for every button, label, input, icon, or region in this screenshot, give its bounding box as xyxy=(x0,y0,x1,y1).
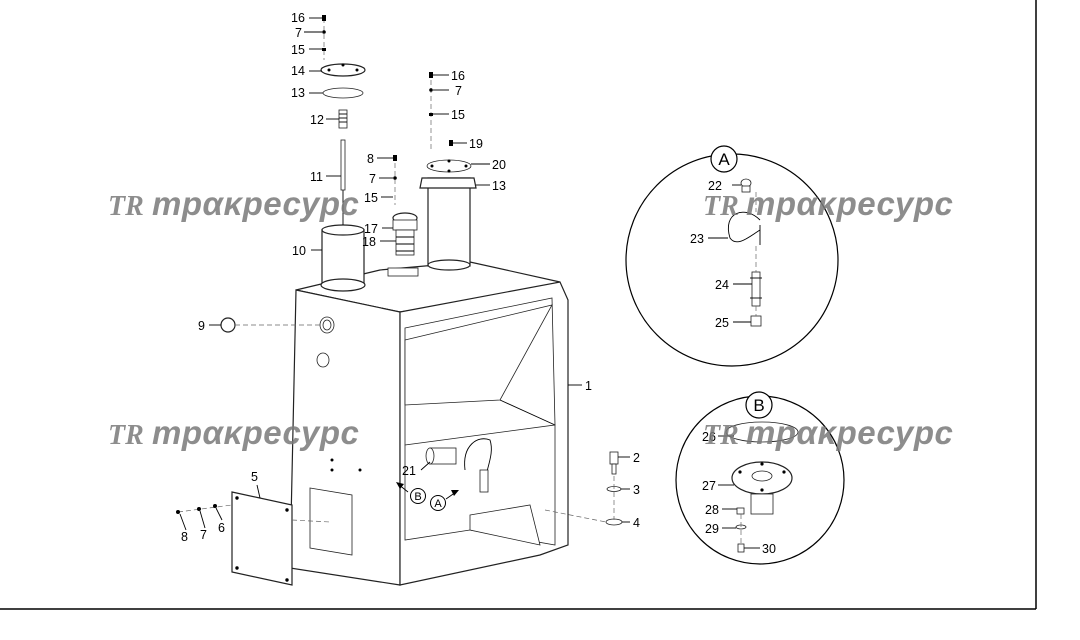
watermark-2: TR трακресурс xyxy=(703,185,953,222)
callout-labels: 16 7 15 14 13 12 11 10 9 8 7 15 17 18 16… xyxy=(181,11,776,556)
callout-7: 7 xyxy=(200,528,207,542)
callout-7: 7 xyxy=(295,26,302,40)
callout-20: 20 xyxy=(492,158,506,172)
callout-21: 21 xyxy=(402,464,416,478)
callout-19: 19 xyxy=(469,137,483,151)
svg-text:TR: TR xyxy=(703,191,739,222)
tank-body xyxy=(289,261,569,586)
plug xyxy=(220,317,236,333)
watermark-3: TR трακресурс xyxy=(108,414,359,451)
callout-18: 18 xyxy=(362,235,376,249)
drain-fittings xyxy=(544,451,623,526)
callout-15: 15 xyxy=(451,108,465,122)
callout-1: 1 xyxy=(585,379,592,393)
svg-text:трακресурс: трακресурс xyxy=(152,414,359,451)
callout-14: 14 xyxy=(291,64,305,78)
callout-15: 15 xyxy=(291,43,305,57)
strainer xyxy=(392,212,418,256)
callout-17: 17 xyxy=(364,222,378,236)
callout-24: 24 xyxy=(715,278,729,292)
watermark-4: TR трακресурс xyxy=(703,414,953,451)
callout-16: 16 xyxy=(451,69,465,83)
detail-b-label: B xyxy=(753,396,764,415)
view-ref-markers xyxy=(396,482,459,511)
exploded-stack-mid xyxy=(393,72,453,205)
cover-plate xyxy=(176,491,331,586)
callout-15: 15 xyxy=(364,191,378,205)
callout-6: 6 xyxy=(218,521,225,535)
callout-8: 8 xyxy=(181,530,188,544)
callout-23: 23 xyxy=(690,232,704,246)
callout-30: 30 xyxy=(762,542,776,556)
callout-22: 22 xyxy=(708,179,722,193)
svg-text:TR: TR xyxy=(108,191,144,222)
callout-5: 5 xyxy=(251,470,258,484)
filler-neck xyxy=(320,160,366,292)
callout-10: 10 xyxy=(292,244,306,258)
svg-text:TR: TR xyxy=(703,420,739,451)
exploded-stack-left xyxy=(320,15,366,191)
watermark-1: TR трακресурс xyxy=(108,185,359,222)
callout-7: 7 xyxy=(369,172,376,186)
callout-9: 9 xyxy=(198,319,205,333)
callout-12: 12 xyxy=(310,113,324,127)
detail-a-label: A xyxy=(718,150,730,169)
callout-4: 4 xyxy=(633,516,640,530)
callout-26: 26 xyxy=(702,430,716,444)
callout-16: 16 xyxy=(291,11,305,25)
callout-28: 28 xyxy=(705,503,719,517)
filler-column xyxy=(419,159,477,271)
view-ref-a: A xyxy=(434,498,442,510)
callout-27: 27 xyxy=(702,479,716,493)
detail-a xyxy=(625,145,839,367)
callout-13: 13 xyxy=(291,86,305,100)
callout-13: 13 xyxy=(492,179,506,193)
callout-11: 11 xyxy=(310,170,323,184)
callout-2: 2 xyxy=(633,451,640,465)
view-ref-b: B xyxy=(414,491,421,503)
callout-8: 8 xyxy=(367,152,374,166)
detail-b xyxy=(675,391,845,565)
svg-text:трακресурс: трακресурс xyxy=(746,185,953,222)
callout-3: 3 xyxy=(633,483,640,497)
hose-assembly xyxy=(425,438,492,493)
svg-text:TR: TR xyxy=(108,420,144,451)
leader-lines xyxy=(179,17,760,549)
svg-text:трακресурс: трακресурс xyxy=(152,185,359,222)
callout-7: 7 xyxy=(455,84,462,98)
detail-labels: A B B A xyxy=(414,150,764,510)
callout-29: 29 xyxy=(705,522,719,536)
callout-25: 25 xyxy=(715,316,729,330)
svg-text:трακресурс: трακресурс xyxy=(746,414,953,451)
